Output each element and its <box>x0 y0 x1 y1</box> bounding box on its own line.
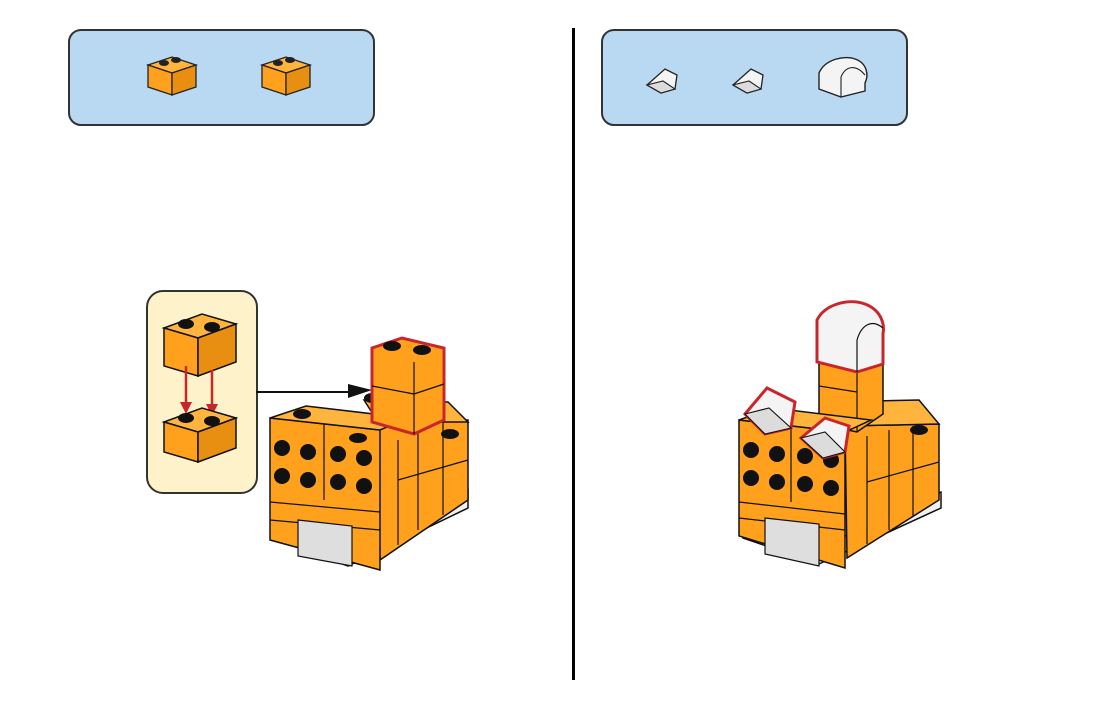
subassembly-top-brick <box>164 314 236 376</box>
model-step-2 <box>737 296 947 572</box>
step-panel-1 <box>0 0 572 710</box>
brick-1x2-part-1 <box>146 51 198 101</box>
slope-1x1-part-2 <box>731 65 767 95</box>
parts-list-step-1 <box>68 29 375 126</box>
step-panel-2 <box>575 0 1107 710</box>
curved-slope-part <box>815 53 871 99</box>
subassembly-callout <box>146 290 258 496</box>
parts-list-step-2 <box>601 29 908 126</box>
brick-1x2-part-2 <box>260 51 312 101</box>
slope-1x1-part-1 <box>645 65 681 95</box>
model-step-1 <box>268 330 478 575</box>
